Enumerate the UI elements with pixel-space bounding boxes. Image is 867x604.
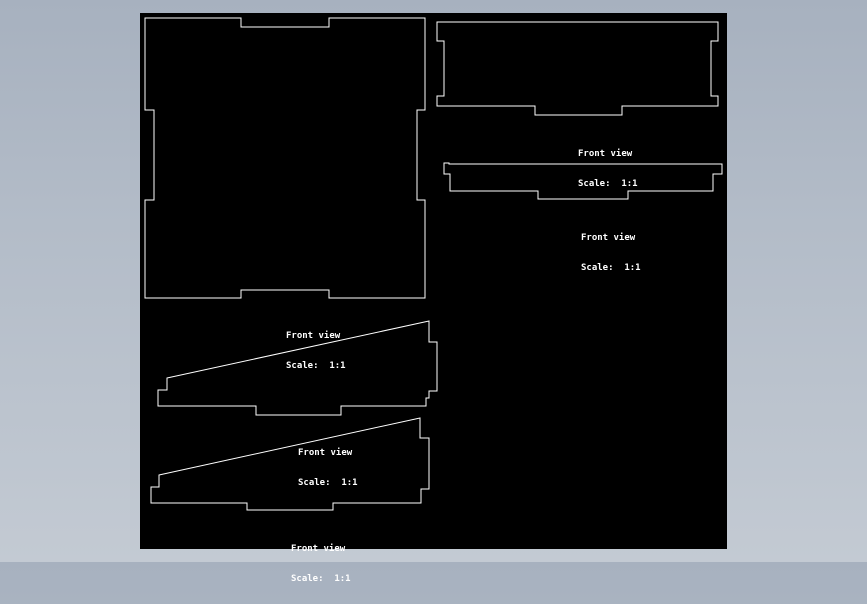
drawing-canvas bbox=[144, 17, 723, 511]
view-scale: Scale: 1:1 bbox=[581, 263, 641, 273]
view-label-1: Front view Scale: 1:1 bbox=[286, 311, 346, 391]
view-scale: Scale: 1:1 bbox=[291, 574, 351, 584]
part-outline-long-panel bbox=[436, 21, 719, 116]
view-label-4: Front view Scale: 1:1 bbox=[298, 428, 358, 508]
view-scale: Scale: 1:1 bbox=[298, 478, 358, 488]
view-scale: Scale: 1:1 bbox=[578, 179, 638, 189]
view-title: Front view bbox=[581, 233, 636, 243]
view-title: Front view bbox=[578, 149, 633, 159]
part-outline-tapered-panel-upper bbox=[157, 320, 438, 416]
view-title: Front view bbox=[286, 331, 341, 341]
part-outline-square-panel bbox=[144, 17, 426, 299]
drawing-sheet: Front view Scale: 1:1 Front view Scale: … bbox=[140, 13, 727, 584]
part-outline-tapered-panel-lower bbox=[150, 417, 430, 511]
part-outline-thin-strip bbox=[443, 162, 723, 200]
view-scale: Scale: 1:1 bbox=[286, 361, 346, 371]
view-title: Front view bbox=[291, 544, 346, 554]
view-label-5: Front view Scale: 1:1 bbox=[291, 524, 351, 604]
view-label-2: Front view Scale: 1:1 bbox=[578, 129, 638, 209]
view-label-3: Front view Scale: 1:1 bbox=[581, 213, 641, 293]
view-title: Front view bbox=[298, 448, 353, 458]
